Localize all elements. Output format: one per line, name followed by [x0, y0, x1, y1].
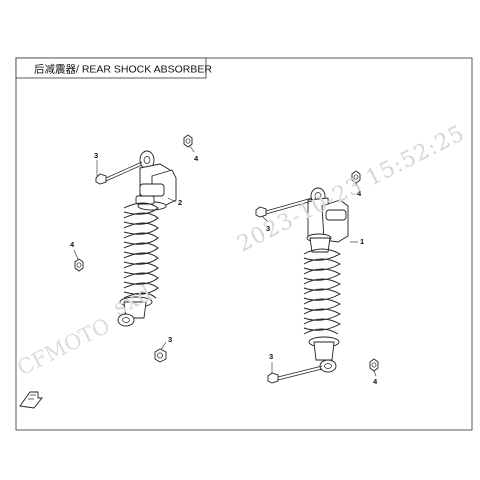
watermark-timestamp: 2023-10-23 15:52:25 — [233, 121, 469, 258]
callout-right-body: 1 — [360, 237, 364, 246]
right-shock-absorber — [303, 187, 349, 373]
callout-right-bottom-nut: 4 — [373, 377, 378, 386]
left-top-bolt — [95, 161, 143, 185]
left-top-nut — [183, 134, 193, 148]
drawing-frame — [15, 57, 473, 431]
callout-right-bottom-bolt: 3 — [269, 352, 273, 361]
callout-left-top-nut: 4 — [194, 154, 199, 163]
callout-left-bottom-bolt: 3 — [168, 335, 172, 344]
page-title: 后减震器/ REAR SHOCK ABSORBER — [34, 64, 212, 76]
title-box — [15, 57, 207, 79]
left-shock-absorber — [117, 150, 177, 327]
right-top-bolt — [255, 197, 313, 218]
callout-right-top-bolt: 3 — [266, 224, 270, 233]
right-top-nut — [351, 170, 361, 184]
front-direction-arrow-icon — [19, 391, 43, 409]
left-bottom-bolt — [154, 348, 167, 363]
left-bottom-nut — [74, 258, 84, 272]
left-spring — [123, 202, 159, 299]
right-bottom-bolt — [267, 365, 323, 384]
callout-left-body: 2 — [178, 198, 182, 207]
callout-right-top-nut: 4 — [357, 189, 362, 198]
callout-left-top-bolt: 3 — [94, 151, 98, 160]
callout-left-bottom-nut: 4 — [70, 240, 75, 249]
right-bottom-nut — [369, 358, 379, 372]
right-spring — [303, 248, 342, 335]
watermark-logo: CFMOTO — [13, 313, 114, 380]
